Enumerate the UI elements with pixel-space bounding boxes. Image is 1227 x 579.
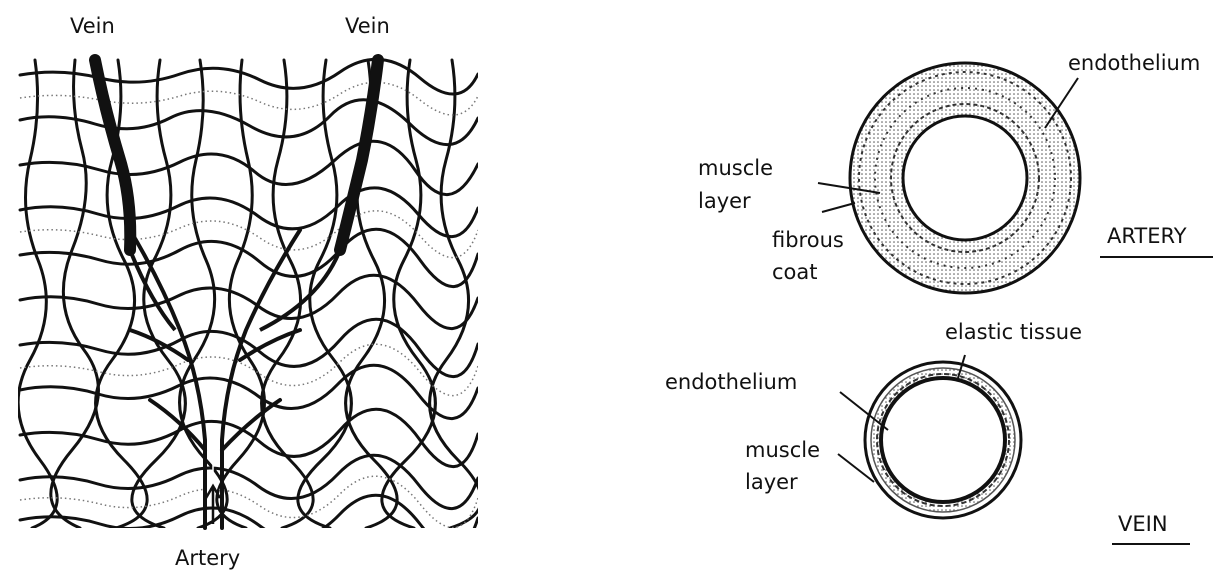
vein-layer-label: layer [745,472,798,493]
vein-endothelium-label: endothelium [665,372,797,393]
artery-cross-section [850,63,1080,293]
vein-cross-section [865,362,1021,518]
vein-title: VEIN [1118,514,1168,535]
artery-coat-label: coat [772,262,818,283]
artery-layer-label: layer [698,191,751,212]
artery-lumen [903,116,1027,240]
vein-muscle-label: muscle [745,440,820,461]
artery-endothelium-label: endothelium [1068,53,1200,74]
vein-right-label: Vein [345,16,390,37]
artery-label: Artery [175,548,240,569]
artery-fibrous-label: fibrous [772,230,844,251]
vein-elastic-tissue-label: elastic tissue [945,322,1082,343]
artery-muscle-label: muscle [698,158,773,179]
vein-left-label: Vein [70,16,115,37]
vein-lumen [881,378,1005,502]
artery-title: ARTERY [1107,226,1187,247]
vein-left-vessel [95,60,130,250]
capillary-mesh [18,59,481,548]
